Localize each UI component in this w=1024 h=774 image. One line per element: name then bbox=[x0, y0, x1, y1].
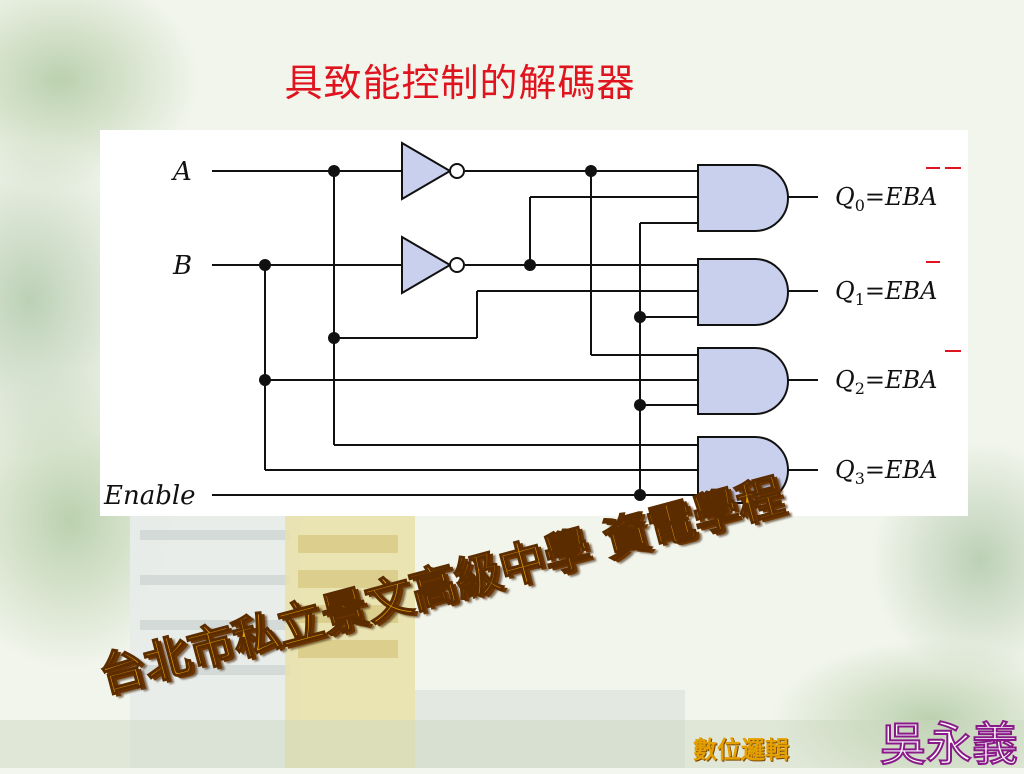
output-label-q2: Q2=EBA bbox=[835, 366, 937, 398]
output-label-q1: Q1=EBA bbox=[835, 277, 937, 309]
output-label-q0: Q0=EBA bbox=[835, 183, 937, 215]
and-gate-q2 bbox=[697, 347, 789, 415]
not-gate-b bbox=[401, 235, 465, 295]
course-name: 數位邏輯 bbox=[693, 736, 789, 764]
and-gate-q1 bbox=[697, 258, 789, 326]
input-label-b: B bbox=[172, 251, 192, 281]
and-gate-q0 bbox=[697, 164, 789, 232]
and-gate-q3 bbox=[697, 436, 789, 504]
wires bbox=[212, 170, 818, 496]
author-name: 吳永義 bbox=[879, 716, 1019, 772]
input-label-a: A bbox=[171, 157, 192, 187]
output-label-q3: Q3=EBA bbox=[835, 456, 937, 488]
not-gate-a bbox=[401, 141, 465, 201]
slide-title: 具致能控制的解碼器 bbox=[284, 61, 636, 105]
input-label-enable: Enable bbox=[103, 481, 196, 511]
decoder-circuit-diagram: A B Enable Q0=EBA Q1=EBA Q2=EBA Q3=EBA bbox=[100, 130, 968, 516]
junction-dots bbox=[259, 165, 646, 501]
